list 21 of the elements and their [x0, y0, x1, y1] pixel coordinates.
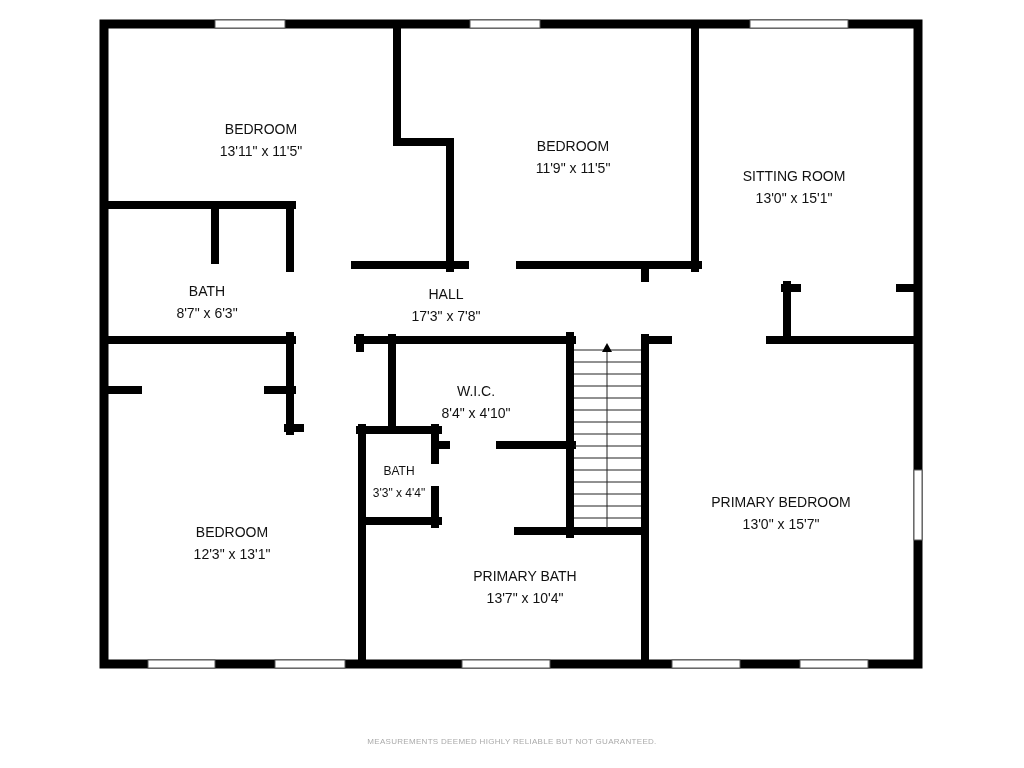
room-dimensions: 8'4" x 4'10" [441, 404, 511, 423]
room-name: BEDROOM [535, 137, 611, 156]
room-dimensions: 8'7" x 6'3" [176, 304, 238, 323]
room-dimensions: 13'0" x 15'1" [754, 189, 834, 208]
room-name: BEDROOM [223, 120, 299, 139]
room-dimensions: 13'0" x 15'7" [741, 515, 821, 534]
room-name: W.I.C. [455, 382, 497, 401]
room-name: PRIMARY BATH [473, 567, 577, 586]
room-name: PRIMARY BEDROOM [711, 493, 851, 512]
room-name: BATH [382, 463, 416, 480]
disclaimer-note: MEASUREMENTS DEEMED HIGHLY RELIABLE BUT NOT GUARANTEED. [367, 737, 657, 746]
room-name: BATH [187, 282, 227, 301]
room-dimensions: 12'3" x 13'1" [193, 545, 271, 564]
room-dimensions: 17'3" x 7'8" [411, 307, 481, 326]
room-dimensions: 3'3" x 4'4" [372, 485, 426, 502]
room-dimensions: 11'9" x 11'5" [535, 159, 611, 178]
room-name: SITTING ROOM [742, 167, 846, 186]
room-name: HALL [427, 285, 465, 304]
room-name: BEDROOM [194, 523, 270, 542]
room-dimensions: 13'7" x 10'4" [485, 589, 565, 608]
room-dimensions: 13'11" x 11'5" [219, 142, 303, 161]
